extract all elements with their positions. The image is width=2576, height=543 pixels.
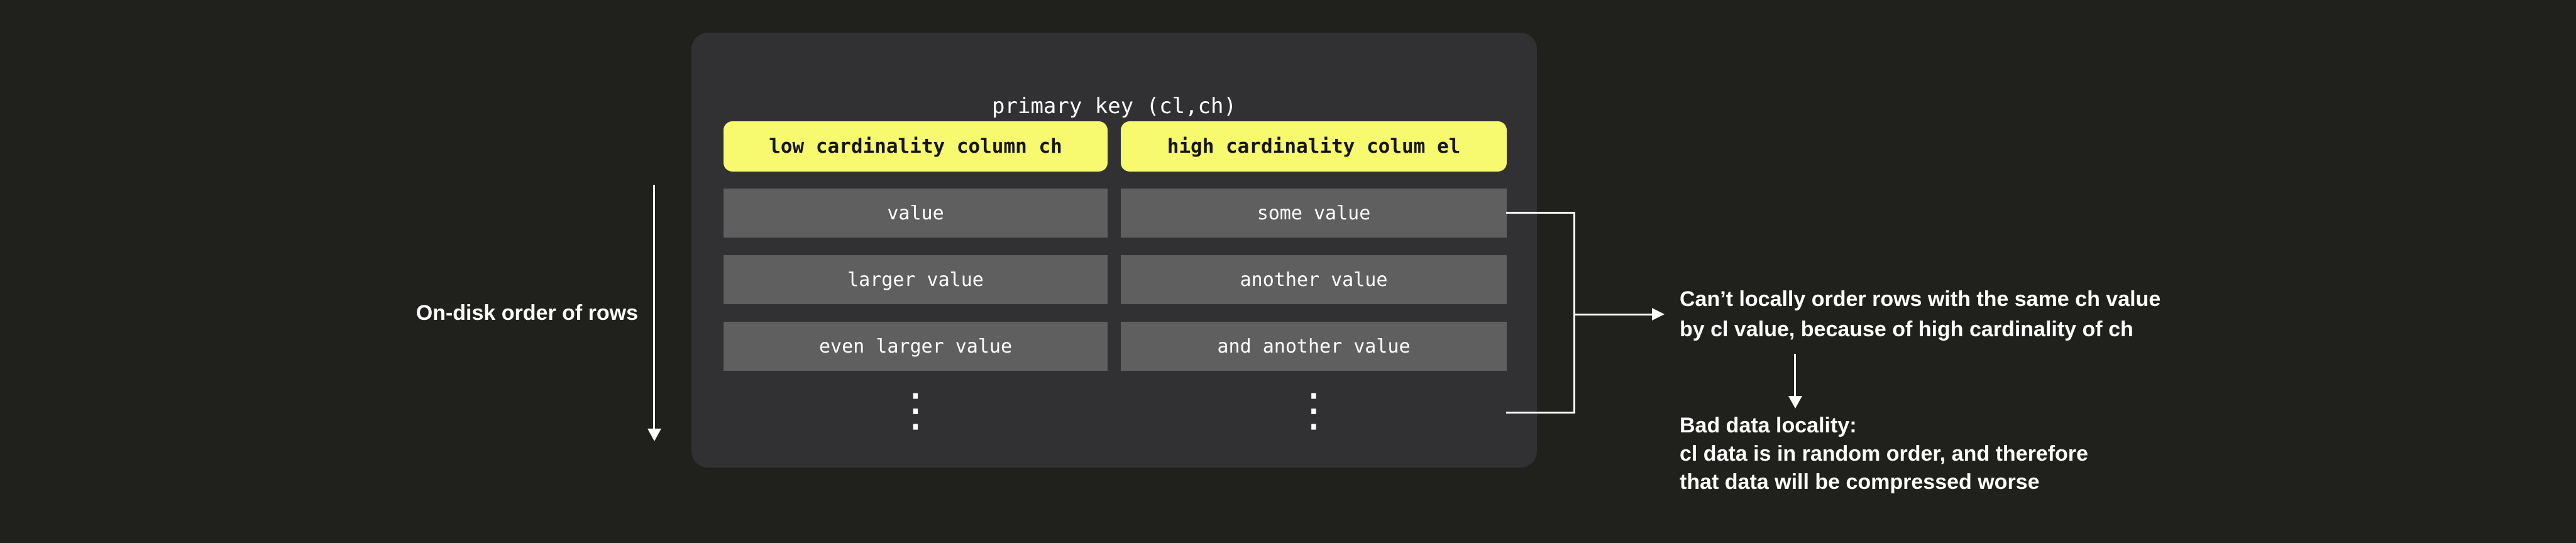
table-cell-row1-right: some value [1121, 189, 1507, 238]
column-header-high-cardinality: high cardinality colum el [1121, 121, 1507, 172]
vertical-ellipsis-icon: ⋮ [1291, 383, 1336, 436]
table-cell-row2-right: another value [1121, 255, 1507, 304]
arrow-down-icon [1788, 396, 1802, 409]
locality-annotation: Bad data locality: cl data is in random … [1680, 412, 2088, 496]
on-disk-order-label: On-disk order of rows [416, 301, 638, 325]
table-cell-row1-left: value [724, 189, 1108, 238]
cardinality-annotation: Can’t locally order rows with the same c… [1680, 284, 2160, 344]
primary-key-panel: primary key (cl,ch) low cardinality colu… [691, 33, 1537, 468]
table-cell-row3-left: even larger value [724, 322, 1108, 371]
locality-annotation-line3: that data will be compressed worse [1680, 470, 2040, 494]
consequence-arrow-line [1794, 354, 1796, 398]
bracket-arrow-line [1573, 314, 1653, 315]
bracket-vertical-line [1573, 212, 1575, 414]
locality-annotation-line1: Bad data locality: [1680, 414, 1857, 437]
cardinality-annotation-line1: Can’t locally order rows with the same c… [1680, 287, 2161, 311]
bracket-bottom-line [1506, 412, 1575, 414]
vertical-ellipsis-icon: ⋮ [893, 383, 938, 436]
bracket-top-line [1506, 212, 1575, 214]
on-disk-order-arrow-line [653, 185, 655, 430]
arrow-down-icon [647, 429, 661, 441]
locality-annotation-line2: cl data is in random order, and therefor… [1680, 442, 2088, 466]
column-header-low-cardinality: low cardinality column ch [724, 121, 1108, 172]
table-cell-row3-right: and another value [1121, 322, 1507, 371]
arrow-right-icon [1652, 308, 1665, 321]
panel-title: primary key (cl,ch) [992, 94, 1236, 119]
cardinality-annotation-line2: by cl value, because of high cardinality… [1680, 317, 2133, 341]
table-cell-row2-left: larger value [724, 255, 1108, 304]
